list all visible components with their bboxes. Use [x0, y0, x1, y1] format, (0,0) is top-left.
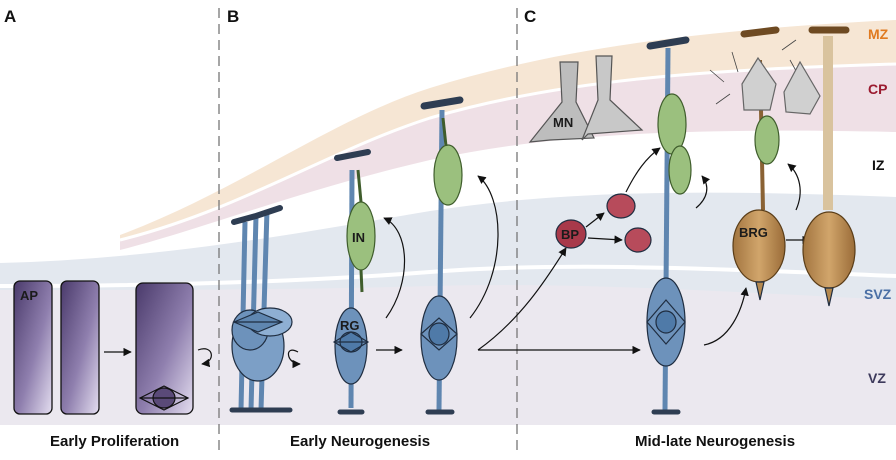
- mitotic-spindle-icon: [138, 385, 190, 411]
- panel-letter-c: C: [524, 7, 536, 26]
- bp-cell: [555, 219, 587, 249]
- radial-glia-cell: RG IN: [332, 149, 376, 415]
- dividing-progenitor-cell: [135, 282, 194, 415]
- panel-c-cells: MN BP: [528, 26, 856, 415]
- caption-early-neurogenesis: Early Neurogenesis: [290, 433, 430, 450]
- panel-a-cells: AP: [13, 280, 212, 415]
- panel-letter-a: A: [4, 7, 16, 26]
- ap-label: AP: [20, 288, 38, 303]
- zone-label-mz: MZ: [868, 26, 889, 42]
- apical-progenitor-cell: [13, 280, 53, 415]
- brg-label: BRG: [739, 225, 768, 240]
- zone-label-svz: SVZ: [864, 286, 892, 302]
- cp-band: [120, 64, 896, 250]
- mature-neurons: MN: [528, 55, 644, 143]
- zone-label-iz: IZ: [872, 157, 885, 173]
- intermediate-neuron: IN: [346, 169, 376, 293]
- basal-radial-glia: BRG: [709, 26, 821, 301]
- mn-label: MN: [553, 115, 573, 130]
- zone-label-vz: VZ: [868, 370, 886, 386]
- mn-neuron: [528, 61, 595, 143]
- radial-glia-cell-2: [420, 96, 464, 415]
- migrating-neuron-c-2: [668, 145, 692, 195]
- bp-daughter-cell: [606, 193, 636, 219]
- apical-progenitor-cell-2: [60, 280, 100, 415]
- mz-band: [120, 20, 896, 240]
- zone-label-cp: CP: [868, 81, 887, 97]
- panel-letter-b: B: [227, 7, 239, 26]
- caption-early-proliferation: Early Proliferation: [50, 433, 179, 450]
- migrating-neuron: [433, 144, 463, 206]
- bp-label: BP: [561, 227, 579, 242]
- migrating-neuron-brg: [754, 115, 780, 165]
- migrating-neuron-c: [657, 93, 687, 155]
- mn-neuron-2: [581, 55, 644, 141]
- grey-neuron-cluster: [741, 56, 821, 115]
- caption-mid-late-neurogenesis: Mid-late Neurogenesis: [635, 433, 795, 450]
- basal-radial-glia-2: [802, 26, 856, 307]
- in-label: IN: [352, 230, 365, 245]
- panel-b-cells: RG IN: [229, 96, 499, 415]
- bp-daughter-cell-2: [624, 227, 652, 253]
- radial-glia-cluster: [229, 205, 293, 413]
- radial-glia-cell-3: [646, 36, 692, 415]
- rg-label: RG: [340, 318, 360, 333]
- basal-progenitors: BP: [555, 147, 661, 253]
- svz-band: [0, 191, 896, 300]
